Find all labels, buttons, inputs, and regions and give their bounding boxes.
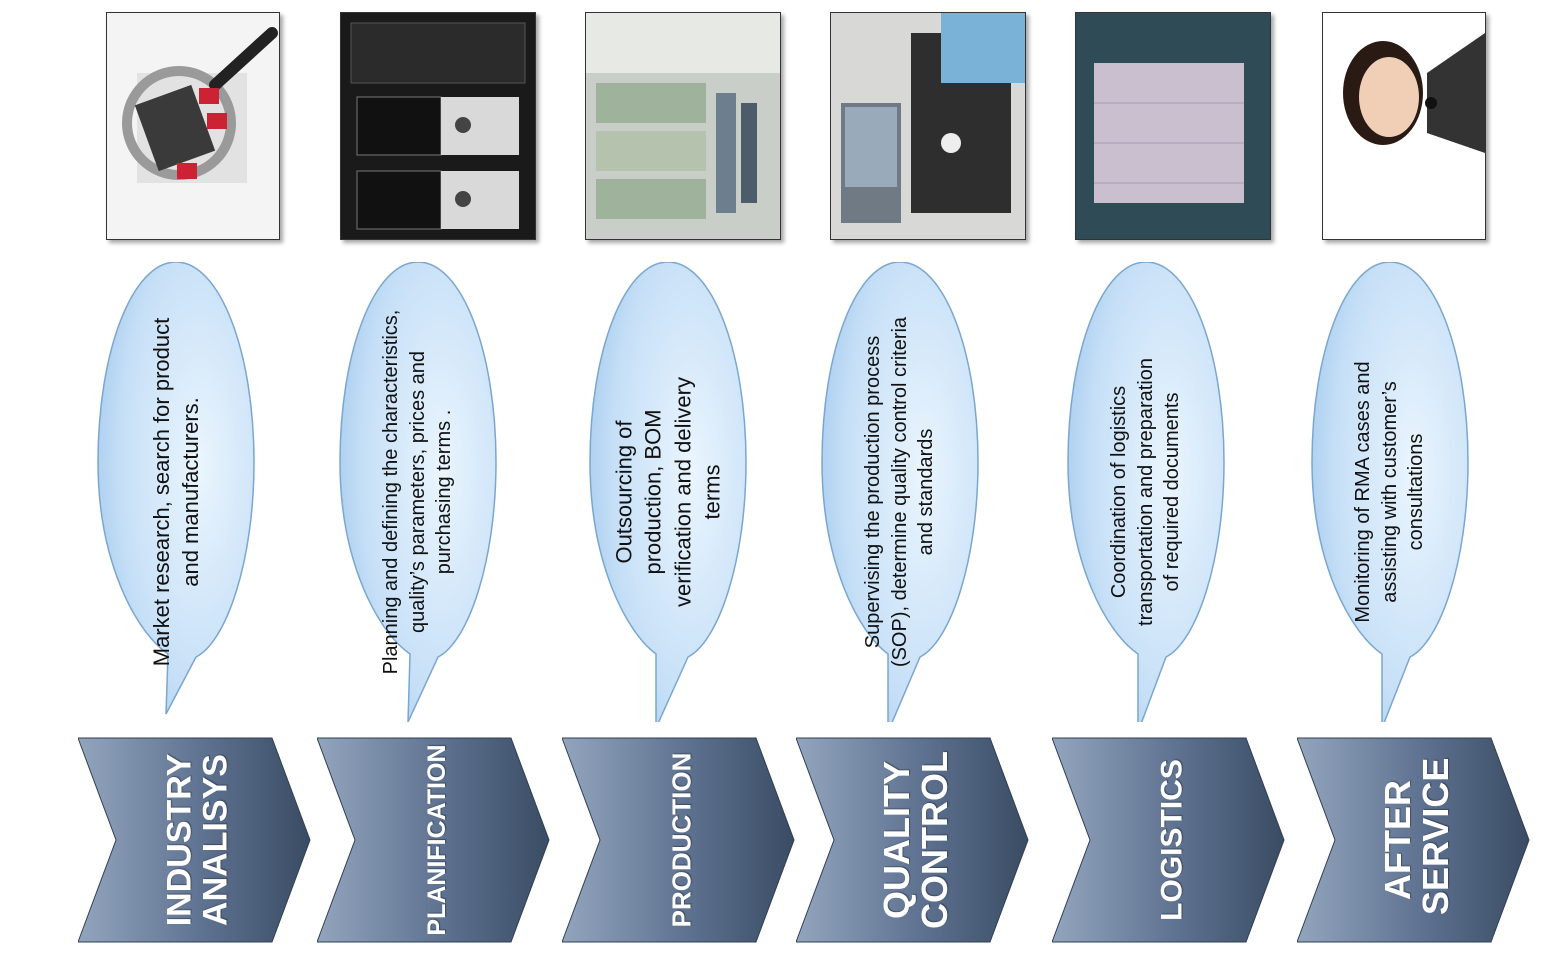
- computer-chassis-icon: [341, 13, 535, 239]
- stage-3-image: [585, 12, 781, 240]
- chevron-shape: [78, 737, 311, 943]
- stage-2-description: Planning and defining the characteristic…: [380, 309, 456, 675]
- stage-3-chevron: PRODUCTION: [562, 734, 802, 946]
- stage-6-chevron: AFTER SERVICE: [1297, 734, 1537, 946]
- support-agent-icon: [1323, 13, 1485, 239]
- stage-1-bubble: Market research, search for product and …: [96, 262, 256, 722]
- stage-2-chevron: PLANIFICATION: [317, 734, 557, 946]
- chevron-shape: [562, 737, 795, 943]
- stage-2-image: [340, 12, 536, 240]
- stage-4-label: QUALITY CONTROL: [876, 751, 955, 929]
- stage-6-image: [1322, 12, 1486, 240]
- stage-6-bubble: Monitoring of RMA cases and assisting wi…: [1310, 262, 1470, 722]
- inspection-bench-icon: [831, 13, 1025, 239]
- stage-3-description: Outsourcing of production, BOM verificat…: [611, 377, 725, 607]
- stage-1-label: INDUSTRY ANALISYS: [160, 753, 234, 927]
- stage-2-label: PLANIFICATION: [422, 744, 451, 936]
- chevron-shape: [796, 737, 1029, 943]
- stage-5-bubble: Coordination of logistics transportation…: [1066, 262, 1226, 722]
- chevron-shape: [1297, 737, 1530, 943]
- stage-1-image: [106, 12, 280, 240]
- stage-1-chevron: INDUSTRY ANALISYS: [78, 734, 318, 946]
- chevron-shape: [1052, 737, 1285, 943]
- stage-5-description: Coordination of logistics transportation…: [1108, 358, 1184, 626]
- callout-shape: [1311, 262, 1469, 722]
- callout-shape: [97, 262, 255, 715]
- stage-5-chevron: LOGISTICS: [1052, 734, 1292, 946]
- callout-shape: [821, 262, 979, 722]
- magnifier-house-icon: [107, 13, 279, 239]
- callout-shape: [1067, 262, 1225, 722]
- chevron-shape: [317, 737, 550, 943]
- stage-4-chevron: QUALITY CONTROL: [796, 734, 1036, 946]
- stage-4-bubble: Supervising the production process (SOP)…: [820, 262, 980, 722]
- stage-6-label: AFTER SERVICE: [1377, 757, 1456, 915]
- container-cargo-icon: [1076, 13, 1270, 239]
- stage-4-description: Supervising the production process (SOP)…: [862, 316, 938, 668]
- stage-3-bubble: Outsourcing of production, BOM verificat…: [588, 262, 748, 722]
- stage-6-description: Monitoring of RMA cases and assisting wi…: [1352, 361, 1428, 623]
- stage-5-label: LOGISTICS: [1155, 759, 1189, 921]
- callout-shape: [339, 262, 497, 722]
- stage-3-label: PRODUCTION: [666, 752, 697, 928]
- stage-5-image: [1075, 12, 1271, 240]
- stage-1-description: Market research, search for product and …: [148, 317, 203, 667]
- callout-shape: [589, 262, 747, 722]
- stage-2-bubble: Planning and defining the characteristic…: [338, 262, 498, 722]
- factory-line-icon: [586, 13, 780, 239]
- stage-4-image: [830, 12, 1026, 240]
